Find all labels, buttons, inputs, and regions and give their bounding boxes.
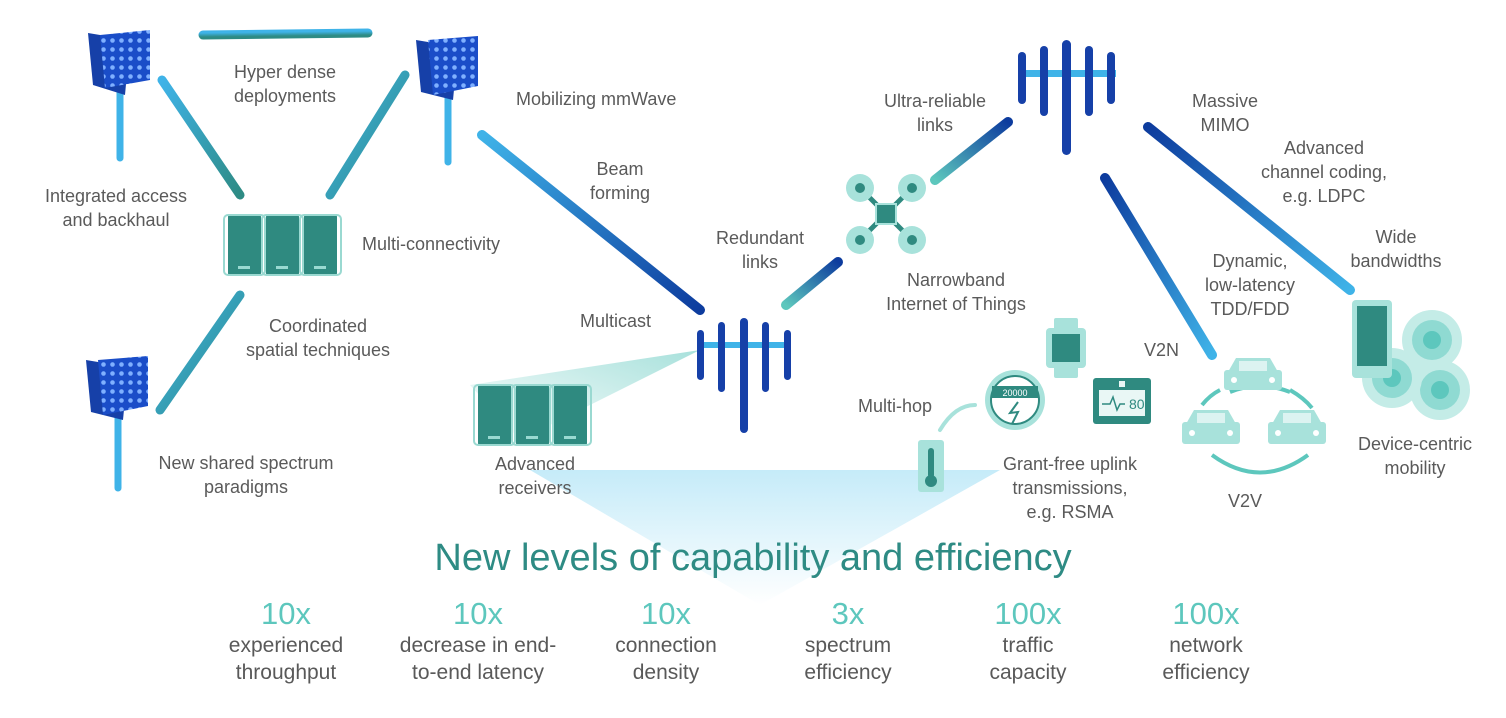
ultra-reliable-link bbox=[930, 117, 1013, 185]
small-cell-icon bbox=[86, 356, 148, 492]
metric-value: 10x bbox=[453, 596, 503, 631]
label-advanced-receivers: Advanced receivers bbox=[494, 454, 576, 498]
metric-connection-density: 10x connection density bbox=[576, 596, 756, 686]
metric-network-efficiency: 100x network efficiency bbox=[1116, 596, 1296, 686]
link-tr-center bbox=[325, 70, 410, 200]
label-mobilizing-mmwave: Mobilizing mmWave bbox=[516, 89, 677, 109]
beam-forming-link bbox=[477, 130, 705, 315]
thermometer-icon bbox=[918, 440, 944, 492]
drone-icon bbox=[846, 174, 926, 254]
smart-meter-icon: 20000 bbox=[985, 370, 1045, 430]
label-grant-free: Grant-free uplink transmissions, e.g. RS… bbox=[1002, 454, 1138, 522]
small-cell-icon bbox=[416, 36, 478, 166]
label-massive-mimo: Massive MIMO bbox=[1191, 91, 1258, 135]
metric-traffic-capacity: 100x traffic capacity bbox=[938, 596, 1118, 686]
label-hyper-dense: Hyper dense deployments bbox=[233, 62, 337, 106]
redundant-link bbox=[781, 257, 843, 310]
advanced-receivers-phones bbox=[473, 384, 592, 446]
metric-description: decrease in end- to-end latency bbox=[399, 634, 557, 684]
metric-latency: 10x decrease in end- to-end latency bbox=[388, 596, 568, 686]
monitor-reading: 80 bbox=[1129, 396, 1145, 412]
label-beam-forming: Beam forming bbox=[589, 159, 651, 203]
massive-mimo-tower-icon bbox=[1018, 40, 1116, 155]
car-icon bbox=[1224, 358, 1282, 390]
label-ultra-reliable: Ultra-reliable links bbox=[883, 91, 987, 135]
multi-hop-curve bbox=[938, 403, 977, 432]
metric-value: 100x bbox=[994, 596, 1062, 631]
label-new-shared-spectrum: New shared spectrum paradigms bbox=[158, 453, 334, 497]
metric-value: 3x bbox=[831, 596, 865, 631]
multi-connectivity-phones bbox=[223, 214, 342, 276]
link-center-bottom bbox=[155, 290, 245, 415]
device-centric-mobility-icon bbox=[1352, 300, 1470, 420]
metric-description: traffic capacity bbox=[989, 634, 1067, 684]
label-v2n: V2N bbox=[1144, 340, 1180, 360]
label-v2v: V2V bbox=[1228, 491, 1263, 511]
label-advanced-channel-coding: Advanced channel coding, e.g. LDPC bbox=[1260, 138, 1388, 206]
metric-throughput: 10x experienced throughput bbox=[196, 596, 376, 686]
base-station-icon bbox=[697, 318, 791, 433]
massive-mimo-link bbox=[1143, 122, 1355, 295]
smartwatch-icon bbox=[1046, 318, 1086, 378]
label-integrated-access: Integrated access and backhaul bbox=[44, 186, 188, 230]
v2v-arc-bottom bbox=[1210, 453, 1310, 475]
label-dynamic-tdd: Dynamic, low-latency TDD/FDD bbox=[1204, 251, 1296, 319]
metric-value: 10x bbox=[641, 596, 691, 631]
metric-description: network efficiency bbox=[1162, 634, 1250, 684]
metric-value: 10x bbox=[261, 596, 311, 631]
v2v-arc-right bbox=[1289, 388, 1314, 410]
label-coordinated-spatial: Coordinated spatial techniques bbox=[245, 316, 391, 360]
label-redundant-links: Redundant links bbox=[715, 228, 805, 272]
label-device-centric: Device-centric mobility bbox=[1357, 434, 1473, 478]
health-monitor-icon: 80 bbox=[1093, 378, 1151, 424]
v2n-link bbox=[1100, 173, 1217, 360]
metric-value: 100x bbox=[1172, 596, 1240, 631]
headline: New levels of capability and efficiency bbox=[434, 537, 1072, 579]
capability-beam bbox=[530, 470, 1000, 605]
label-multi-hop: Multi-hop bbox=[858, 396, 933, 416]
metric-spectrum-efficiency: 3x spectrum efficiency bbox=[758, 596, 938, 686]
label-multi-connectivity: Multi-connectivity bbox=[362, 234, 501, 254]
car-icon bbox=[1182, 410, 1240, 444]
v2v-arc-left bbox=[1200, 388, 1221, 407]
metric-description: spectrum efficiency bbox=[804, 634, 892, 684]
hyper-dense-bar bbox=[198, 28, 373, 40]
meter-reading: 20000 bbox=[1002, 388, 1027, 398]
label-multicast: Multicast bbox=[580, 311, 652, 331]
car-icon bbox=[1268, 410, 1326, 444]
metric-description: experienced throughput bbox=[228, 634, 344, 684]
metric-description: connection density bbox=[615, 634, 717, 684]
label-narrowband-iot: Narrowband Internet of Things bbox=[886, 270, 1026, 314]
small-cell-icon bbox=[88, 30, 150, 162]
link-tl-center bbox=[157, 75, 245, 200]
label-wide-bandwidths: Wide bandwidths bbox=[1350, 227, 1442, 271]
